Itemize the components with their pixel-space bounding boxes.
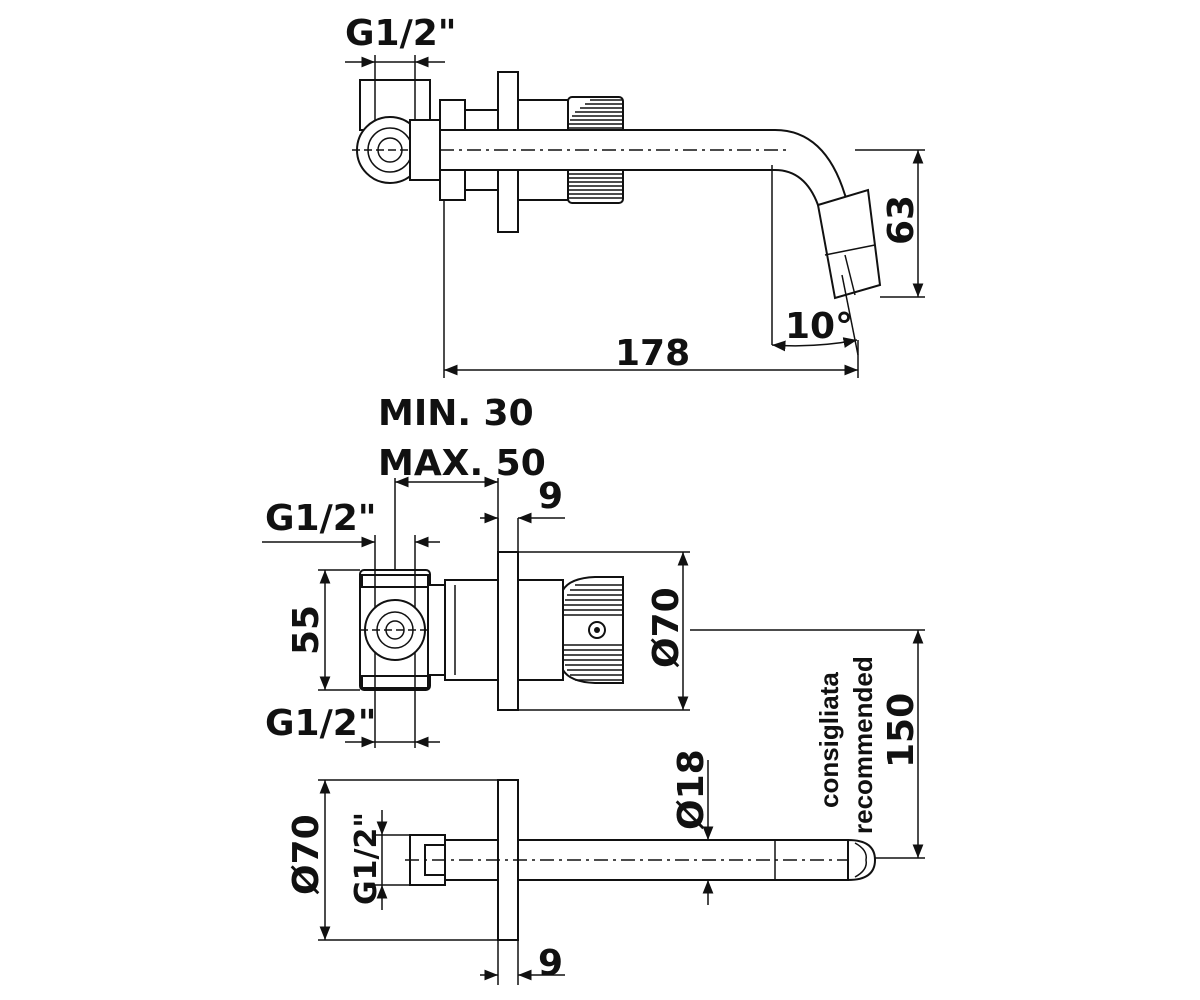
min-depth-label: MIN. 30 [378, 393, 534, 434]
top-view-dimensions: G1/2" 63 10° 178 [345, 13, 925, 378]
plate-thickness-spout-label: 9 [538, 943, 563, 984]
plate-thickness-body-label: 9 [538, 476, 563, 517]
recommended-it-label: consigliata [814, 672, 844, 808]
spout-inlet-label: G1/2" [349, 812, 384, 905]
knurl-middle [564, 584, 623, 681]
body-view [359, 551, 624, 711]
spout-height-label: 63 [881, 195, 922, 245]
inlet-upper-label: G1/2" [265, 498, 377, 539]
spout-view [405, 779, 877, 941]
projection-label: 178 [615, 333, 690, 374]
top-view-mixer [352, 71, 882, 300]
inlet-lower-label: G1/2" [265, 703, 377, 744]
max-depth-label: MAX. 50 [378, 443, 546, 484]
body-height-label: 55 [286, 605, 327, 655]
plate-diameter-body-label: Ø70 [646, 587, 687, 668]
angle-label: 10° [785, 306, 853, 347]
plate-diameter-spout-label: Ø70 [286, 814, 327, 895]
recommended-en-label: recommended [848, 656, 878, 834]
inlet-top-label: G1/2" [345, 13, 457, 54]
recommended-distance-label: 150 [881, 693, 922, 768]
body-view-dimensions: MIN. 30 MAX. 50 9 G1/2" 55 G1/2" Ø70 [262, 393, 925, 859]
pipe-diameter-label: Ø18 [671, 749, 712, 830]
spout-view-dimensions: Ø18 Ø70 G1/2" 9 [286, 749, 714, 985]
